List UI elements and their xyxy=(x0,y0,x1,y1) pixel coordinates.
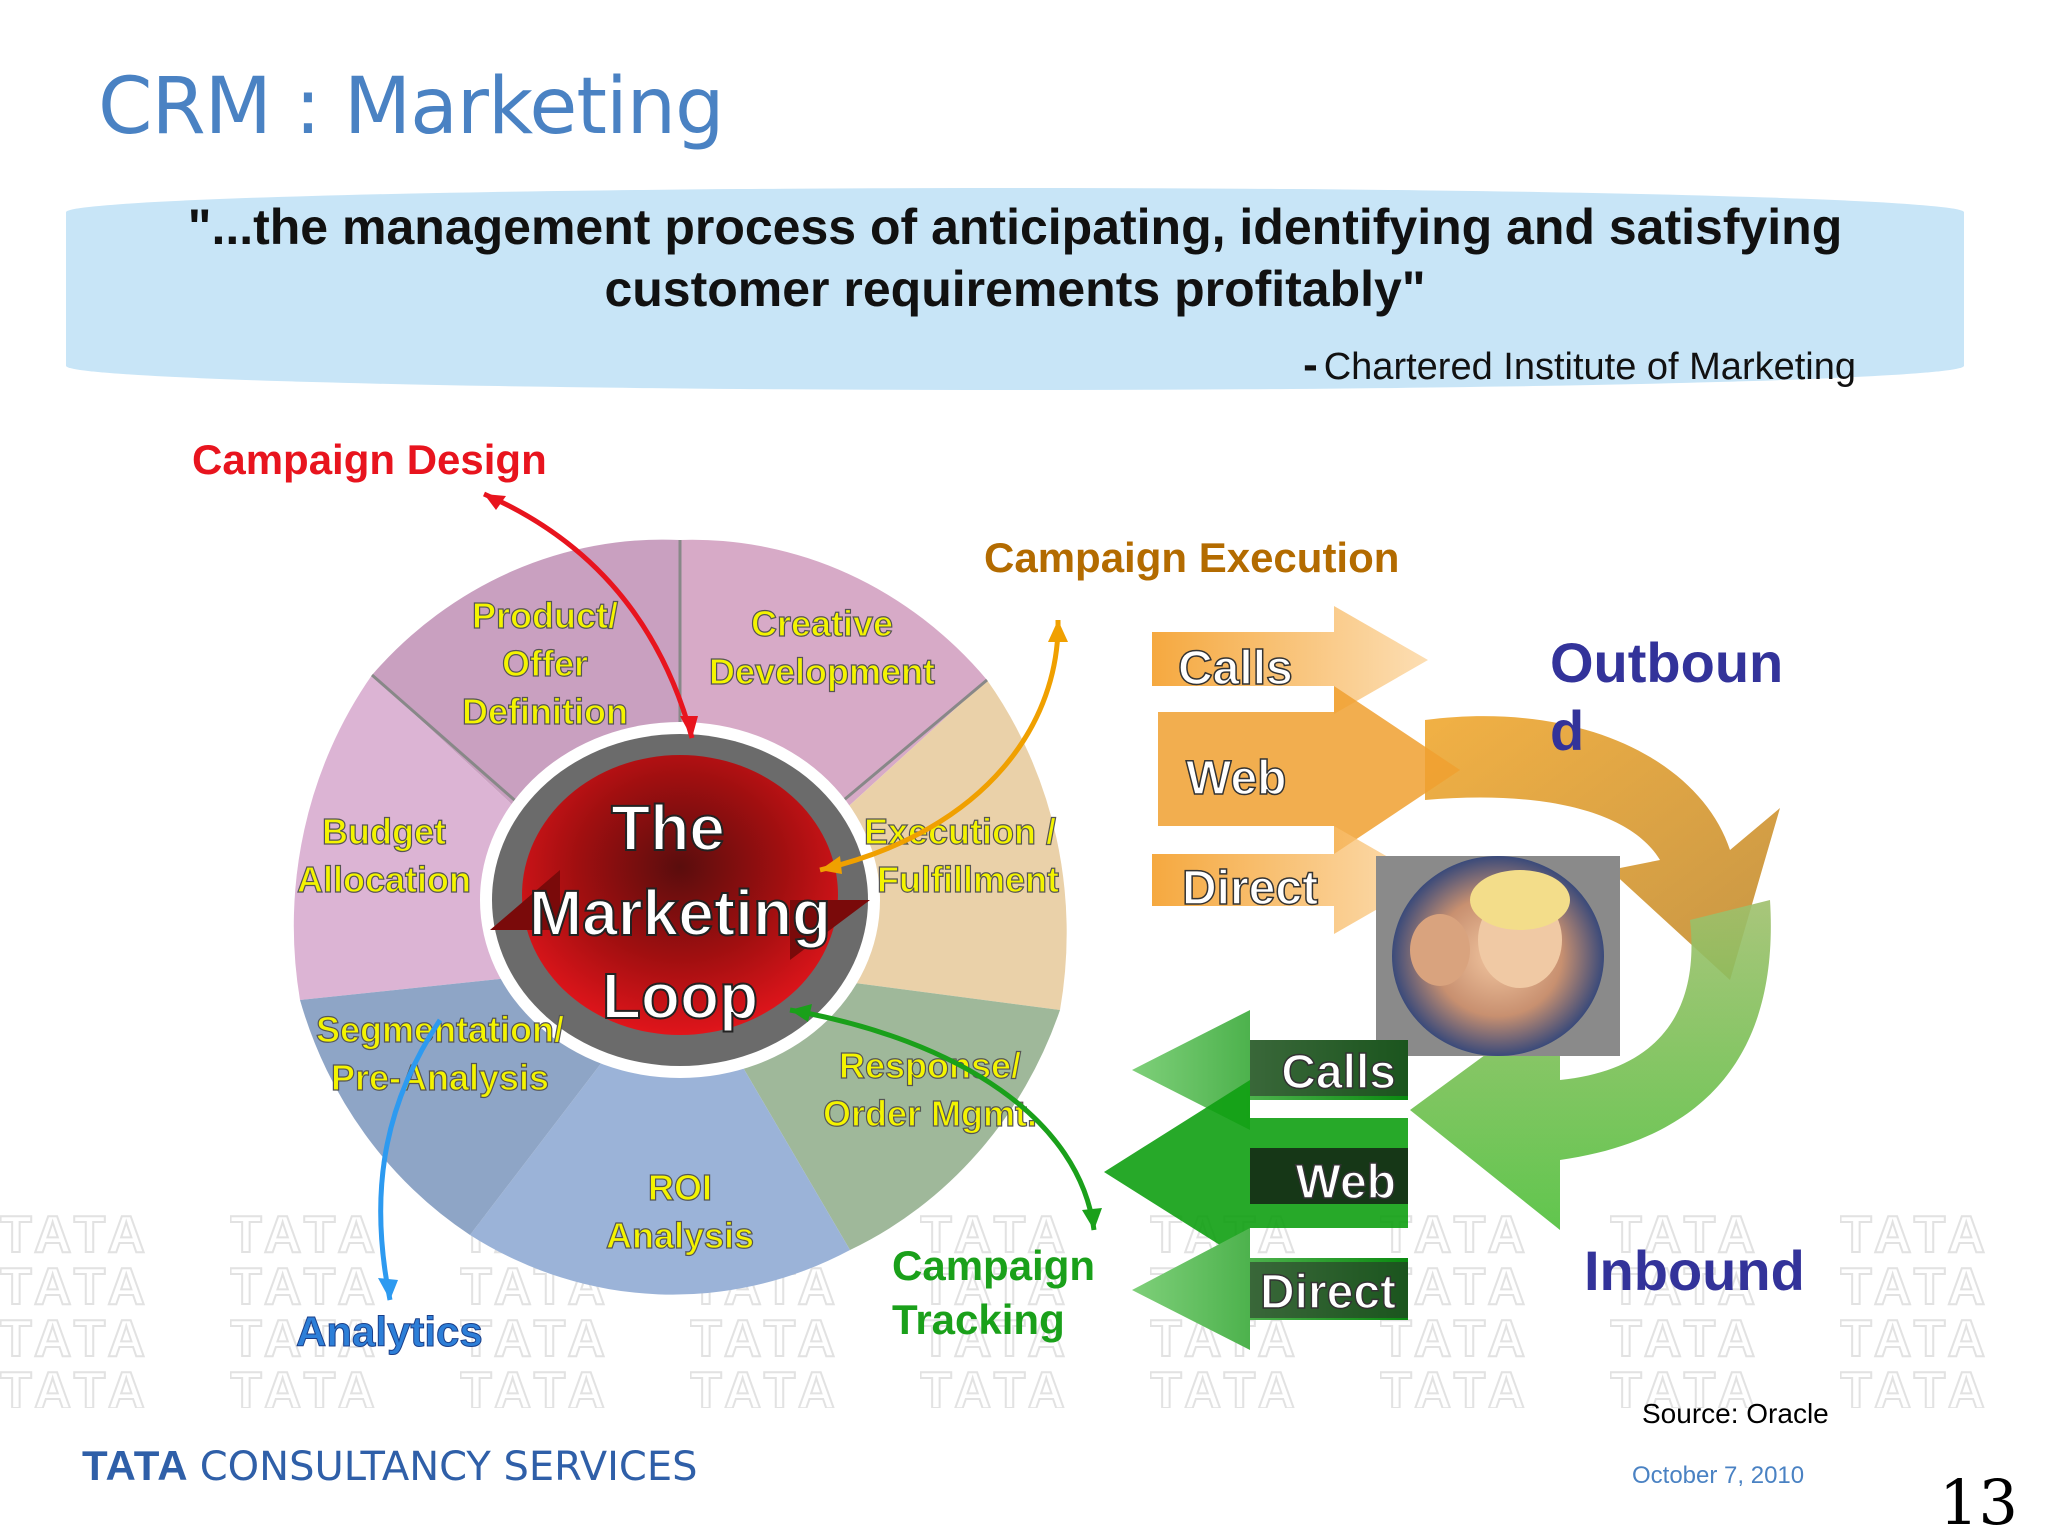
analytics-arrowhead xyxy=(378,1278,398,1300)
outbound-calls-arrow xyxy=(1152,606,1428,714)
tata-watermark xyxy=(0,1208,2048,1408)
campaign-execution-arrowhead xyxy=(1048,620,1068,642)
outbound-label-2: d xyxy=(1550,699,1584,762)
campaign-design-label: Campaign Design xyxy=(192,436,547,483)
outbound-cycle-arrow xyxy=(1425,716,1780,980)
quote-line-1: "...the management process of anticipati… xyxy=(187,199,1843,255)
campaign-tracking-label-1: Campaign xyxy=(892,1242,1095,1289)
outbound-calls-label: Calls xyxy=(1178,642,1293,695)
segment-execution-line-2: Fulfillment xyxy=(877,859,1059,900)
campaign-execution-arrow xyxy=(819,619,1061,873)
segment-product-line-3: Definition xyxy=(462,691,628,732)
campaign-design-arrowhead xyxy=(484,494,506,510)
campaign-design-arrow xyxy=(483,491,695,739)
quote-band xyxy=(66,188,1964,390)
campaign-execution-arrowhead-2 xyxy=(820,856,842,874)
loop-hub-center xyxy=(522,755,838,1035)
segment-response-line-1: Response/ xyxy=(839,1045,1021,1086)
loop-center-line-1: The xyxy=(611,792,725,864)
analytics-arrow xyxy=(378,1018,443,1301)
loop-center-line-3: Loop xyxy=(602,960,758,1032)
loop-center-line-2: Marketing xyxy=(529,877,831,949)
segment-creative-line-2: Development xyxy=(709,651,935,692)
loop-hub-arrow-left xyxy=(490,870,560,930)
tcs-brand: TATA CONSULTANCY SERVICES xyxy=(82,1442,698,1490)
photo-agent-male xyxy=(1410,914,1470,986)
page-number: 13 xyxy=(1939,1466,2018,1539)
inbound-cycle-arrow xyxy=(1410,900,1771,1230)
segment-budget-line-1: Budget xyxy=(322,811,446,852)
segment-product-line-1: Product/ xyxy=(472,595,618,636)
outbound-label-1: Outboun xyxy=(1550,631,1783,694)
segment-product-line-2: Offer xyxy=(502,643,588,684)
brand-text: CONSULTANCY SERVICES xyxy=(199,1444,698,1490)
segment-roi-line-2: Analysis xyxy=(606,1215,754,1256)
inbound-direct-bar xyxy=(1250,1262,1408,1318)
segment-roi xyxy=(470,960,850,1295)
segment-segmentation-line-2: Pre-Analysis xyxy=(331,1057,549,1098)
quote-dash: - xyxy=(1303,340,1318,389)
campaign-tracking-arrow xyxy=(789,1007,1097,1231)
outbound-web-label: Web xyxy=(1186,752,1286,805)
outbound-web-arrow xyxy=(1158,686,1460,854)
quote-source: Chartered Institute of Marketing xyxy=(1323,346,1856,388)
photo-agent-hair xyxy=(1470,870,1570,930)
analytics-label: Analytics xyxy=(296,1308,483,1355)
campaign-execution-label: Campaign Execution xyxy=(984,534,1399,581)
inbound-web-label: Web xyxy=(1296,1156,1396,1209)
slide-date: October 7, 2010 xyxy=(1632,1462,1805,1489)
tata-logo: TATA xyxy=(82,1442,188,1489)
quote: "...the management process of anticipati… xyxy=(120,196,1910,320)
segment-roi-line-1: ROI xyxy=(648,1167,712,1208)
segment-budget-line-2: Allocation xyxy=(297,859,471,900)
outbound-channels: Calls Web Direct xyxy=(1152,606,1460,934)
segment-response-line-2: Order Mgmt. xyxy=(823,1093,1037,1134)
segment-segmentation-line-1: Segmentation/ xyxy=(316,1009,564,1050)
inbound-calls-label: Calls xyxy=(1281,1046,1396,1099)
inbound-direct-label: Direct xyxy=(1260,1266,1396,1319)
call-center-photo xyxy=(1376,856,1620,1056)
inbound-calls-bar xyxy=(1250,1040,1408,1096)
outbound-direct-label: Direct xyxy=(1182,862,1318,915)
quote-line-2: customer requirements profitably" xyxy=(604,261,1426,317)
inbound-label: Inbound xyxy=(1584,1239,1805,1302)
inbound-web-bar xyxy=(1250,1148,1408,1204)
loop-hub-arrow-right xyxy=(790,900,870,960)
source-note: Source: Oracle xyxy=(1642,1398,1829,1429)
inbound-channels: Calls Web Direct xyxy=(1104,1010,1408,1350)
campaign-tracking-label-2: Tracking xyxy=(892,1296,1065,1343)
campaign-design-arrowhead-2 xyxy=(680,716,698,738)
slide-title: CRM : Marketing xyxy=(98,62,725,152)
outbound-direct-arrow xyxy=(1152,826,1428,934)
quote-attribution: -Chartered Institute of Marketing xyxy=(1303,340,1856,390)
campaign-tracking-arrowhead xyxy=(1082,1208,1102,1230)
segment-creative-line-1: Creative xyxy=(751,603,893,644)
campaign-tracking-arrowhead-2 xyxy=(790,1004,812,1022)
